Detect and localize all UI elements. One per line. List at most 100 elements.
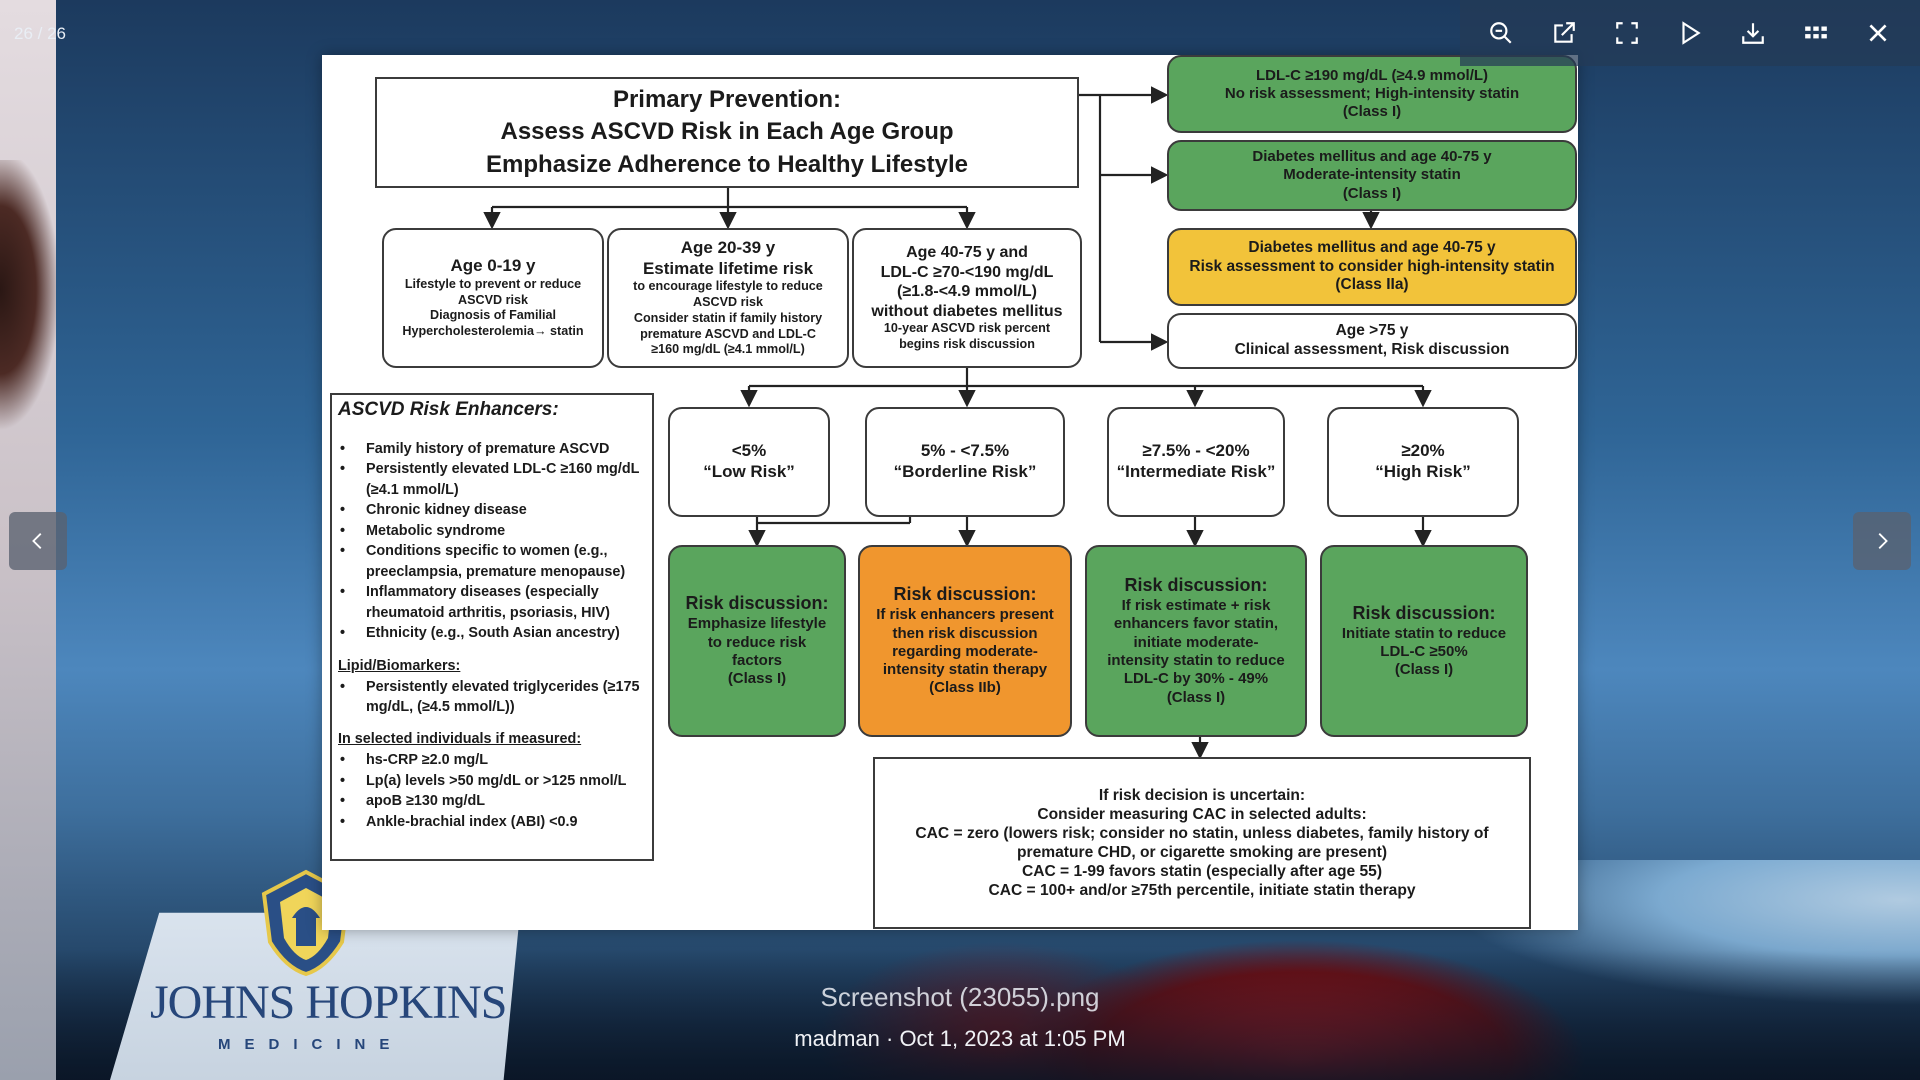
discussion-line: Initiate statin to reduce	[1341, 624, 1507, 642]
right-box-line: Diabetes mellitus and age 40-75 y	[1248, 238, 1496, 256]
title-line-2: Assess ASCVD Risk in Each Age Group	[500, 118, 954, 146]
discussion-line: If risk estimate + risk	[1121, 597, 1271, 615]
age-40-75-line: begins risk discussion	[899, 337, 1035, 352]
age-20-39-subheading: Estimate lifetime risk	[642, 258, 814, 278]
enhancer-item: Conditions specific to women (e.g., pree…	[338, 541, 646, 582]
close-icon	[1869, 24, 1887, 42]
discussion-line: If risk enhancers present	[876, 606, 1054, 624]
age-20-39-line: to encourage lifestyle to reduce	[633, 279, 823, 294]
right-box-line: No risk assessment; High-intensity stati…	[1224, 84, 1520, 102]
image-counter: 26 / 26	[14, 24, 66, 43]
next-image-button[interactable]	[1853, 512, 1911, 570]
zoom-out-button[interactable]	[1481, 13, 1521, 53]
viewer-toolbar	[1460, 0, 1920, 66]
slide-image: Primary Prevention: Assess ASCVD Risk in…	[322, 55, 1578, 930]
cac-line: Consider measuring CAC in selected adult…	[1037, 805, 1367, 823]
age-40-75-ldl: LDL-C ≥70-<190 mg/dL	[880, 263, 1054, 281]
zoom-out-icon	[1490, 22, 1512, 44]
cac-line: CAC = 1-99 favors statin (especially aft…	[1021, 863, 1383, 881]
discussion-line: LDL-C by 30% - 49%	[1123, 670, 1269, 688]
previous-image-button[interactable]	[9, 512, 67, 570]
discussion-line: regarding moderate-	[892, 642, 1038, 660]
lipid-item: Persistently elevated triglycerides (≥17…	[338, 677, 646, 718]
discussion-low-box: Risk discussion: Emphasize lifestyle to …	[668, 545, 846, 737]
enhancer-item: Chronic kidney disease	[338, 500, 646, 521]
age-40-75-line: 10-year ASCVD risk percent	[883, 321, 1051, 336]
file-name-caption: Screenshot (23055).png	[820, 982, 1100, 1012]
age-0-19-line: Hypercholesterolemia→ statin	[402, 324, 584, 339]
fullscreen-button[interactable]	[1607, 13, 1647, 53]
cac-line: If risk decision is uncertain:	[1098, 786, 1306, 804]
discussion-line: intensity statin to reduce	[1107, 651, 1285, 669]
selected-item: Ankle-brachial index (ABI) <0.9	[338, 812, 646, 833]
cac-line: premature CHD, or cigarette smoking are …	[1016, 844, 1388, 861]
low-risk-box: <5% “Low Risk”	[668, 407, 830, 517]
title-line-1: Primary Prevention:	[612, 85, 842, 113]
open-external-button[interactable]	[1544, 13, 1584, 53]
cac-line: CAC = 100+ and/or ≥75th percentile, init…	[988, 882, 1416, 900]
age-40-75-diabetes: without diabetes mellitus	[871, 302, 1063, 320]
discussion-line: to reduce risk	[707, 633, 807, 651]
chevron-left-icon	[32, 533, 42, 549]
age-0-19-line: ASCVD risk	[458, 292, 528, 307]
file-meta-caption: madman · Oct 1, 2023 at 1:05 PM	[794, 1026, 1126, 1051]
fullscreen-icon	[1616, 22, 1638, 44]
discussion-line: (Class I)	[727, 670, 787, 688]
borderline-risk-box: 5% - <7.5% “Borderline Risk”	[865, 407, 1065, 517]
age-0-19-line: Diagnosis of Familial	[430, 308, 556, 323]
diabetes-risk-box: Diabetes mellitus and age 40-75 y Risk a…	[1167, 228, 1577, 306]
age-0-19-heading: Age 0-19 y	[450, 256, 536, 276]
age-75-box: Age >75 y Clinical assessment, Risk disc…	[1167, 313, 1577, 369]
discussion-high-box: Risk discussion: Initiate statin to redu…	[1320, 545, 1528, 737]
age-20-39-line: ≥160 mg/dL (≥4.1 mmol/L)	[651, 342, 805, 357]
right-box-line: Risk assessment to consider high-intensi…	[1189, 257, 1555, 275]
lipid-biomarkers-title: Lipid/Biomarkers:	[338, 657, 461, 674]
discussion-line: (Class I)	[1394, 661, 1454, 679]
risk-percent: <5%	[731, 441, 767, 461]
selected-individuals-title: In selected individuals if measured:	[338, 731, 582, 748]
discussion-heading: Risk discussion:	[1352, 602, 1496, 623]
ldl-190-box: LDL-C ≥190 mg/dL (≥4.9 mmol/L) No risk a…	[1167, 55, 1577, 133]
age-20-39-line: ASCVD risk	[693, 295, 763, 310]
slideshow-play-button[interactable]	[1670, 13, 1710, 53]
right-box-line: (Class I)	[1342, 184, 1402, 202]
open-external-icon	[1554, 22, 1576, 43]
risk-label: “Borderline Risk”	[893, 462, 1037, 481]
logo-subtitle: MEDICINE	[218, 1036, 404, 1053]
right-box-line: (Class IIa)	[1335, 276, 1409, 294]
age-40-75-mmol: (≥1.8-<4.9 mmol/L)	[897, 283, 1037, 301]
grid-icon	[1804, 26, 1827, 39]
discussion-line: (Class IIb)	[929, 679, 1001, 697]
chevron-right-icon	[1878, 533, 1888, 549]
download-button[interactable]	[1733, 13, 1773, 53]
discussion-heading: Risk discussion:	[893, 584, 1037, 605]
risk-enhancers-box: ASCVD Risk Enhancers: Family history of …	[330, 393, 654, 861]
selected-item: hs-CRP ≥2.0 mg/L	[338, 750, 646, 771]
discussion-borderline-box: Risk discussion: If risk enhancers prese…	[858, 545, 1072, 737]
right-box-line: Diabetes mellitus and age 40-75 y	[1252, 148, 1492, 166]
logo-name: JOHNS HOPKINS	[150, 976, 507, 1029]
close-button[interactable]	[1858, 13, 1898, 53]
discussion-line: LDL-C ≥50%	[1380, 642, 1468, 660]
grid-view-button[interactable]	[1796, 13, 1836, 53]
risk-label: “High Risk”	[1375, 462, 1471, 481]
risk-percent: ≥7.5% - <20%	[1142, 441, 1250, 461]
risk-percent: ≥20%	[1401, 441, 1445, 461]
age-20-39-heading: Age 20-39 y	[680, 237, 776, 257]
risk-label: “Intermediate Risk”	[1116, 462, 1276, 481]
enhancer-item: Metabolic syndrome	[338, 521, 646, 542]
cac-box: If risk decision is uncertain: Consider …	[873, 757, 1531, 929]
discussion-heading: Risk discussion:	[685, 593, 829, 614]
enhancer-item: Ethnicity (e.g., South Asian ancestry)	[338, 623, 646, 644]
discussion-heading: Risk discussion:	[1124, 575, 1268, 596]
enhancer-item: Family history of premature ASCVD	[338, 439, 646, 460]
right-box-line: (Class I)	[1342, 103, 1402, 121]
discussion-line: (Class I)	[1166, 688, 1226, 706]
discussion-intermediate-box: Risk discussion: If risk estimate + risk…	[1085, 545, 1307, 737]
selected-item: Lp(a) levels >50 mg/dL or >125 nmol/L	[338, 771, 646, 792]
high-risk-box: ≥20% “High Risk”	[1327, 407, 1519, 517]
age-20-39-line: Consider statin if family history	[633, 310, 823, 325]
right-box-line: Moderate-intensity statin	[1283, 166, 1461, 184]
right-box-line: Age >75 y	[1335, 322, 1409, 340]
discussion-line: Emphasize lifestyle	[687, 615, 827, 633]
